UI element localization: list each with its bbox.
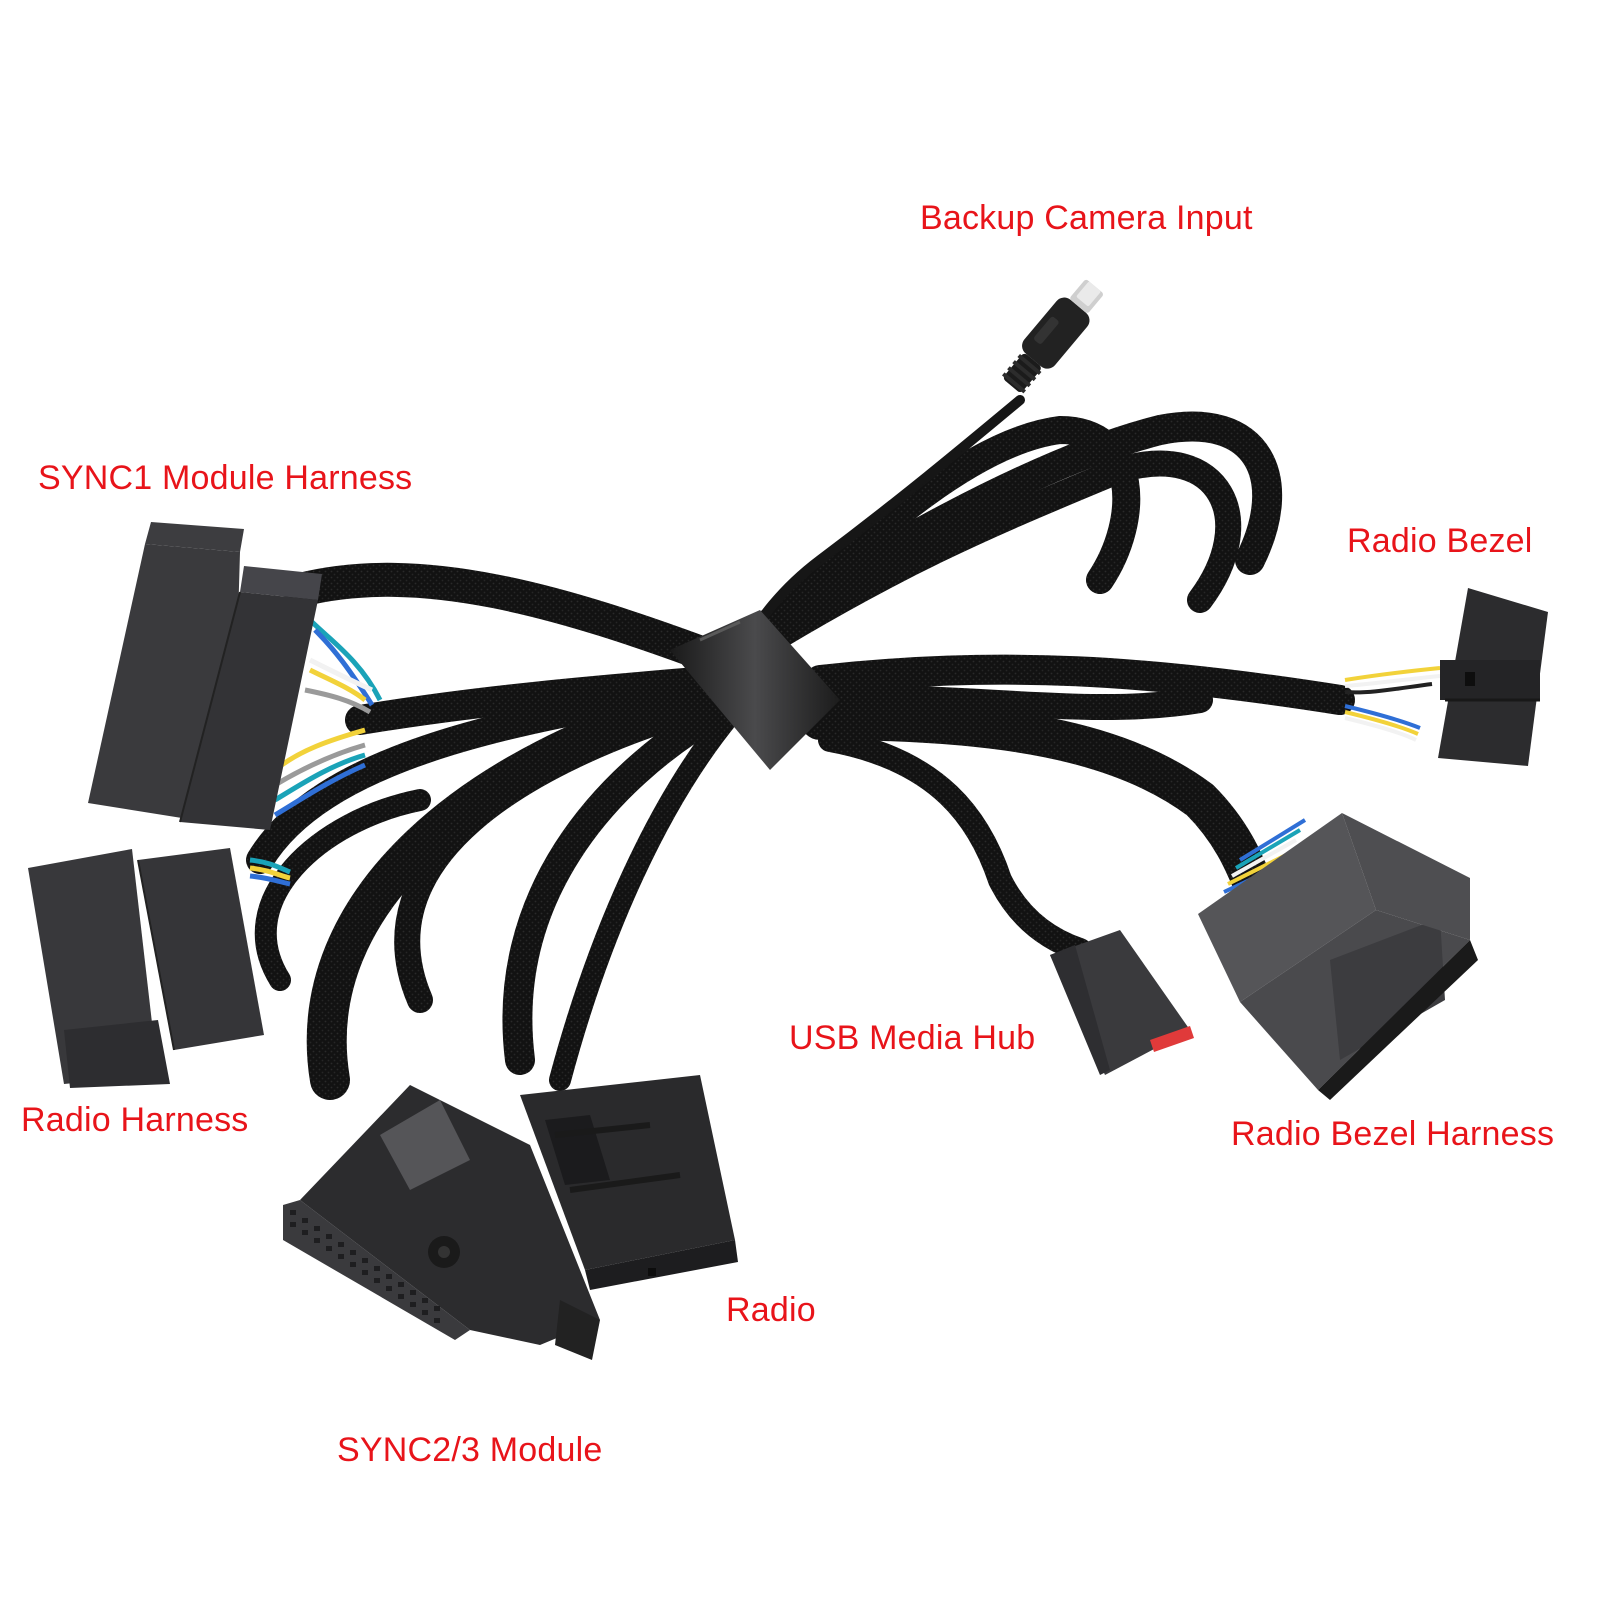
label-sync23-module: SYNC2/3 Module [337,1431,603,1469]
label-radio-bezel-harness: Radio Bezel Harness [1231,1115,1555,1153]
sync23-module-connector [283,1085,600,1360]
sync1-module-connector [88,522,383,830]
radio-bezel-harness-connector [1198,813,1478,1100]
backup-camera-connector [1001,279,1103,394]
label-radio-harness: Radio Harness [21,1101,249,1139]
label-backup-camera-input: Backup Camera Input [920,199,1253,237]
label-radio: Radio [726,1291,816,1329]
radio-bezel-connector [1344,588,1548,766]
pin-grid [290,1210,440,1323]
label-usb-media-hub: USB Media Hub [789,1019,1036,1057]
radio-connector [520,1075,738,1290]
label-sync1-module-harness: SYNC1 Module Harness [38,459,413,497]
radio-harness-connector [28,848,291,1088]
tape-band [670,610,840,770]
usb-media-hub-connector [1050,930,1194,1075]
label-radio-bezel: Radio Bezel [1347,522,1533,560]
